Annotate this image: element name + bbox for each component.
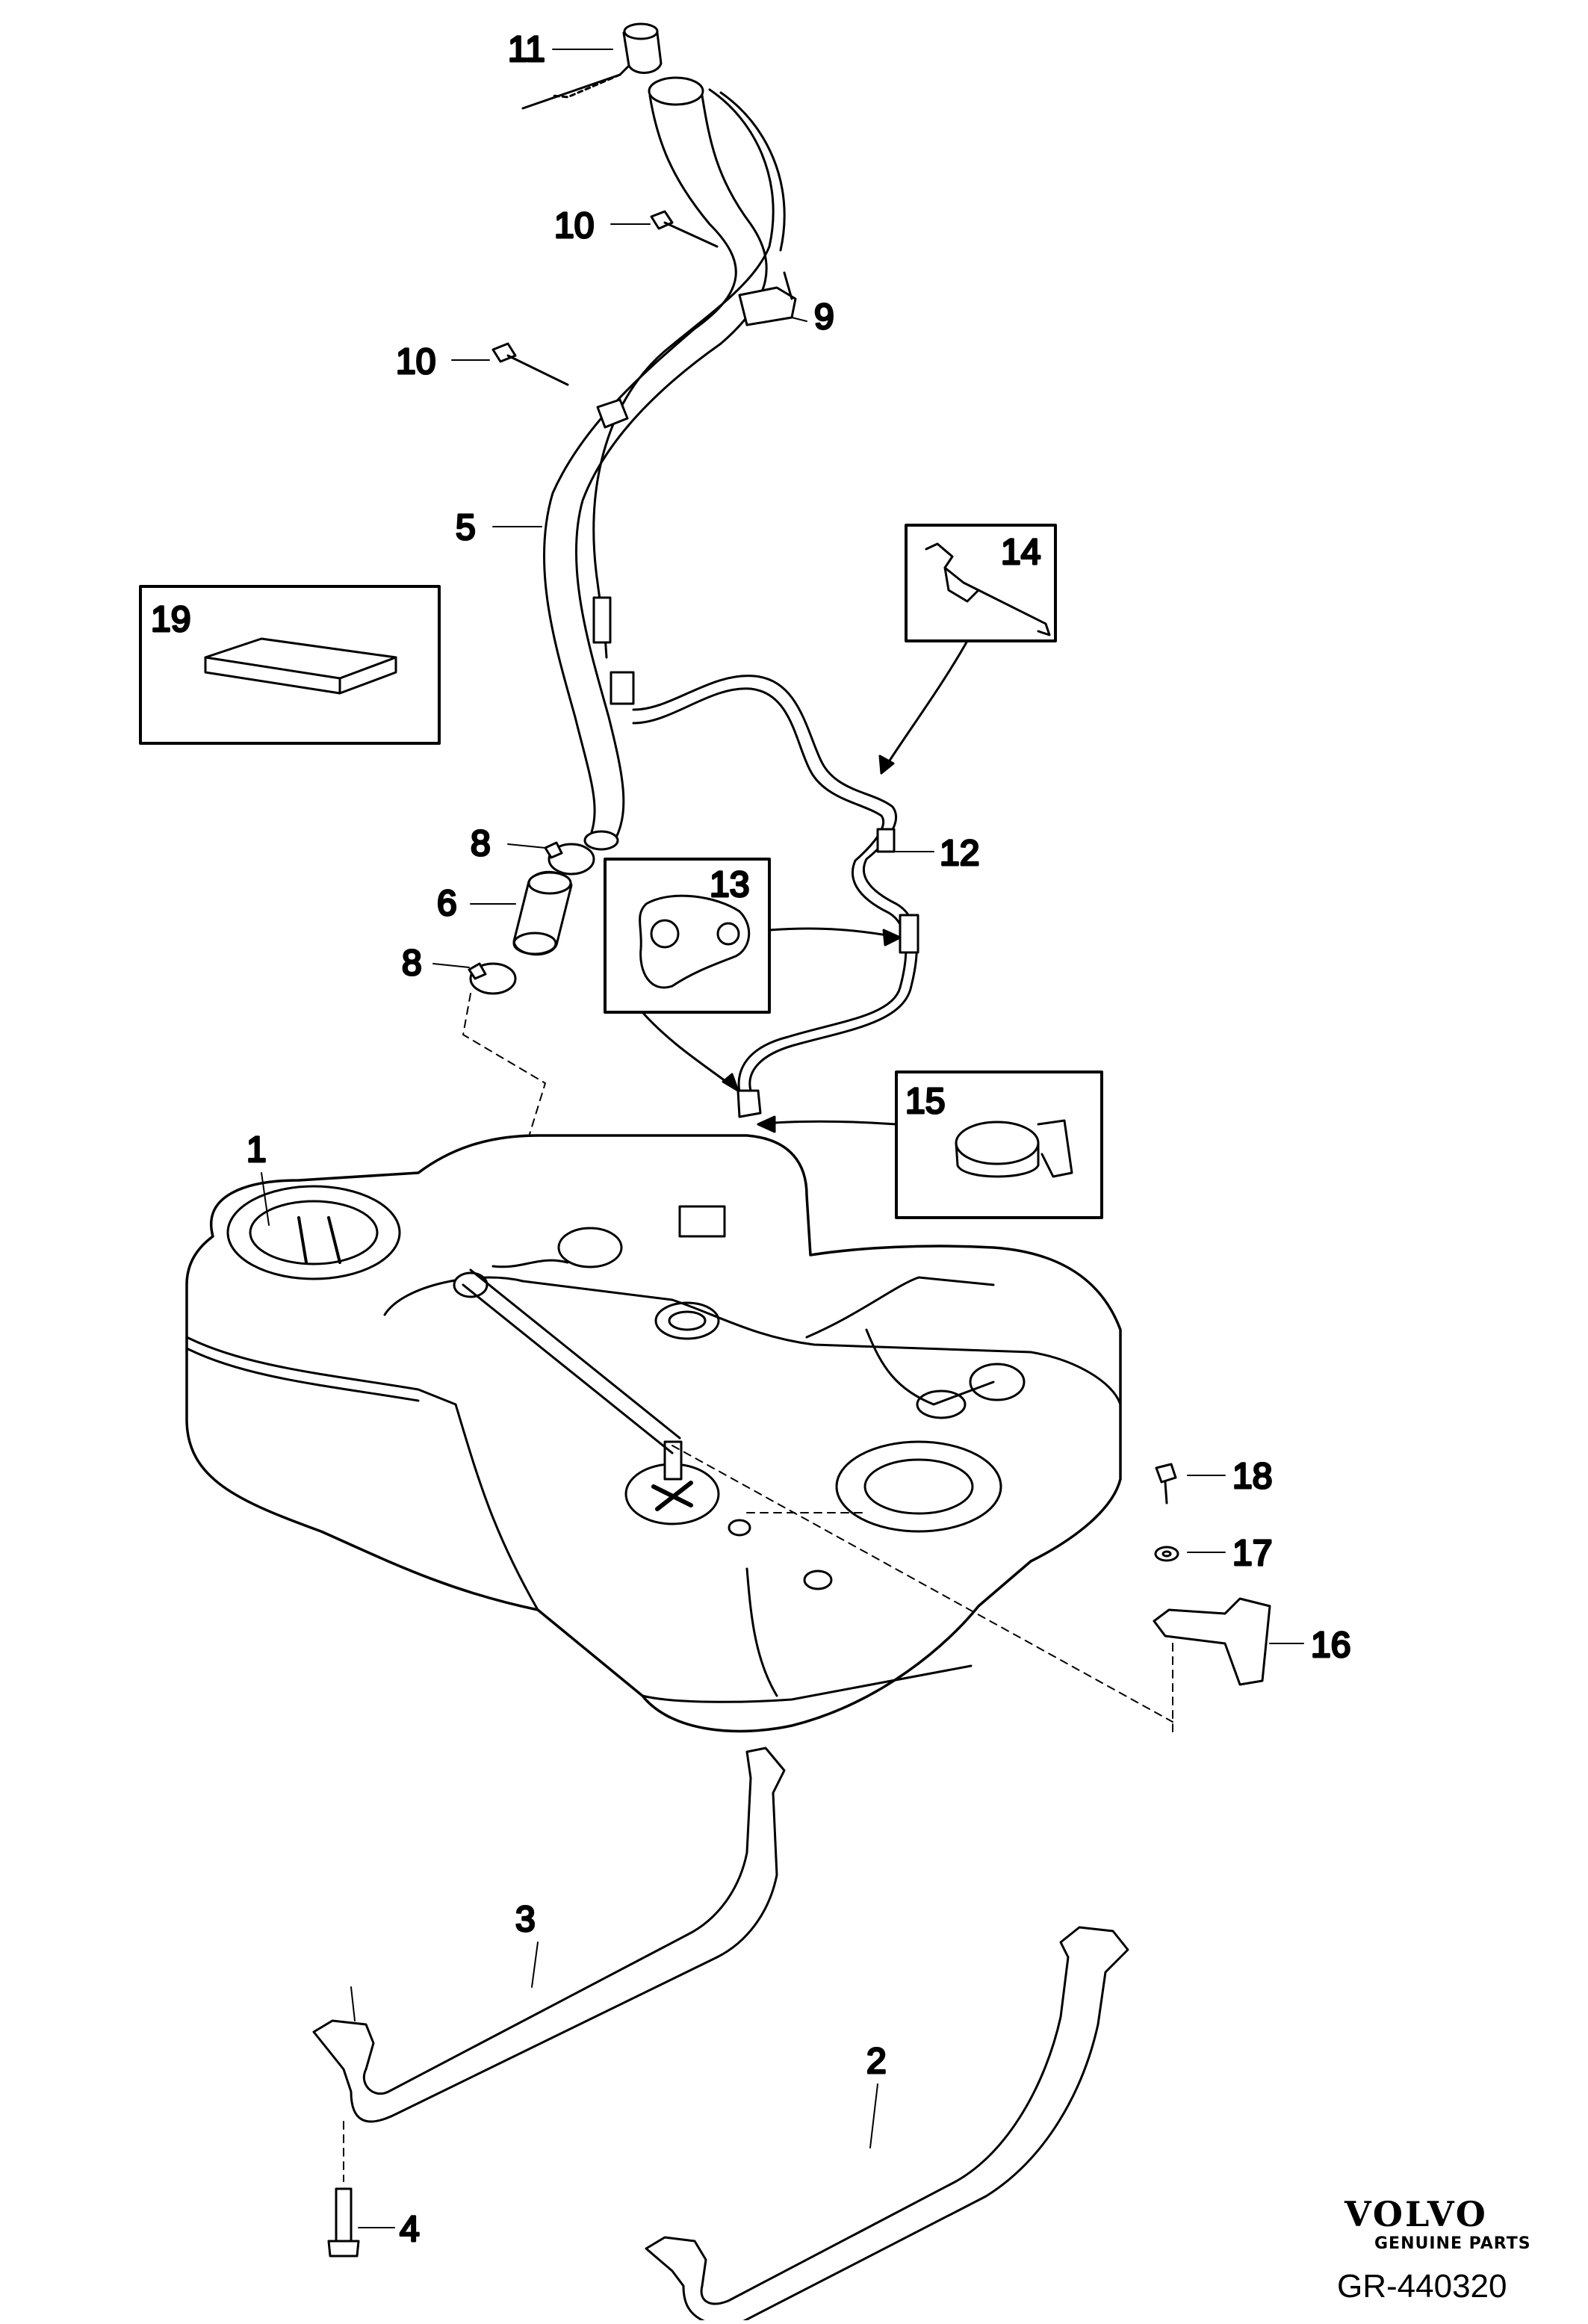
pipe-clip	[596, 398, 629, 429]
callout-9: 9	[814, 297, 834, 337]
clamp-part-8-upper	[544, 841, 595, 876]
clamp-part-8-lower	[468, 962, 517, 995]
fuel-line-part-12	[610, 671, 919, 1118]
callout-16: 16	[1311, 1626, 1350, 1665]
arrow-13a	[768, 927, 902, 946]
brand-tagline: GENUINE PARTS	[1374, 2234, 1531, 2253]
leader-8-lower	[432, 963, 470, 968]
callout-10-upper: 10	[554, 206, 594, 246]
callout-6: 6	[437, 884, 457, 923]
filler-pipe-part-5	[542, 76, 786, 851]
arrow-15	[757, 1115, 898, 1133]
tank-strap-part-3	[312, 1747, 786, 2123]
tank-strap-part-2	[645, 1926, 1129, 2324]
fuel-tank-part-1	[185, 1134, 1122, 1733]
clip-box-part-14	[905, 524, 1057, 642]
callout-8-upper: 8	[471, 824, 491, 864]
dashed-guide-hose	[462, 993, 546, 1181]
bracket-box-part-13	[604, 858, 771, 1014]
bolt-part-18	[1155, 1463, 1177, 1505]
fuel-cap-part-11	[521, 22, 663, 110]
reference-number: GR-440320	[1337, 2268, 1507, 2305]
callout-2: 2	[866, 2042, 887, 2081]
leader-1	[261, 1172, 270, 1226]
leader-8-upper	[507, 843, 546, 849]
callout-3: 3	[515, 1900, 536, 1939]
leader-2	[869, 2083, 878, 2148]
callout-8-lower: 8	[402, 943, 422, 983]
callout-14: 14	[1001, 533, 1040, 572]
callout-4: 4	[400, 2210, 420, 2249]
leader-9	[791, 317, 807, 322]
callout-1: 1	[246, 1130, 267, 1170]
brand-logo: VOLVO	[1344, 2194, 1488, 2234]
callout-19: 19	[151, 600, 190, 639]
callout-15: 15	[905, 1082, 945, 1121]
callout-18: 18	[1232, 1457, 1272, 1496]
callout-17: 17	[1232, 1534, 1272, 1573]
arrow-14	[878, 639, 969, 775]
bolt-part-10-upper	[650, 210, 719, 248]
callout-12: 12	[940, 834, 979, 873]
callout-13: 13	[710, 865, 749, 905]
arrow-13b	[641, 1011, 739, 1092]
bolt-part-4	[327, 2121, 360, 2258]
bracket-part-9	[738, 271, 797, 326]
bolt-part-10-lower	[491, 342, 569, 386]
callout-10-lower: 10	[396, 342, 435, 382]
leader-3	[531, 1942, 539, 1988]
bracket-part-16	[1153, 1597, 1271, 1734]
hose-part-6	[512, 870, 573, 956]
washer-part-17	[1154, 1546, 1179, 1562]
dashed-guide-tank	[672, 1445, 1173, 1723]
clamp-box-part-15	[895, 1070, 1103, 1219]
callout-5: 5	[456, 508, 476, 548]
callout-11: 11	[508, 30, 545, 69]
kit-box-part-19	[139, 585, 441, 745]
